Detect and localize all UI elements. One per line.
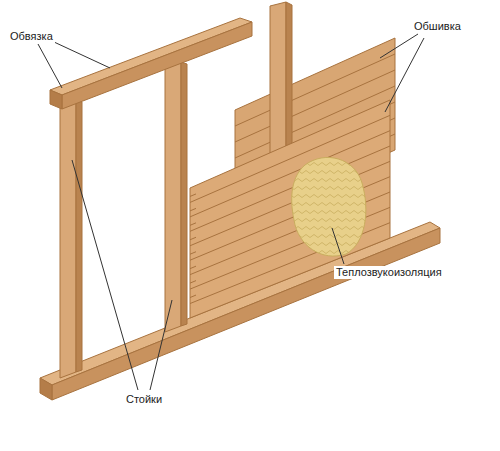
- board-tongue: [190, 194, 196, 197]
- insulation: [292, 157, 366, 256]
- stud: [60, 100, 76, 378]
- part-label: Стойки: [124, 393, 164, 406]
- top-plate-end: [50, 90, 62, 109]
- board-tongue: [190, 252, 196, 255]
- board-tongue: [190, 295, 196, 298]
- board-tongue: [190, 208, 196, 211]
- part-label: Обвязка: [8, 30, 55, 43]
- stud-side: [76, 100, 82, 372]
- stud-side: [181, 62, 187, 326]
- part-label: Теплозвукоизоляция: [334, 266, 444, 279]
- front-sheathing: [190, 100, 390, 318]
- top-plate-face: [62, 22, 252, 109]
- board-tongue: [190, 223, 196, 226]
- stud: [165, 62, 181, 332]
- top-plate: [50, 18, 252, 95]
- leader-lines: [38, 34, 424, 390]
- part-label: Обшивка: [412, 20, 463, 33]
- board-tongue: [190, 266, 196, 269]
- board-tongue: [190, 237, 196, 240]
- board-tongue: [190, 281, 196, 284]
- bottom-plate-end: [40, 378, 52, 400]
